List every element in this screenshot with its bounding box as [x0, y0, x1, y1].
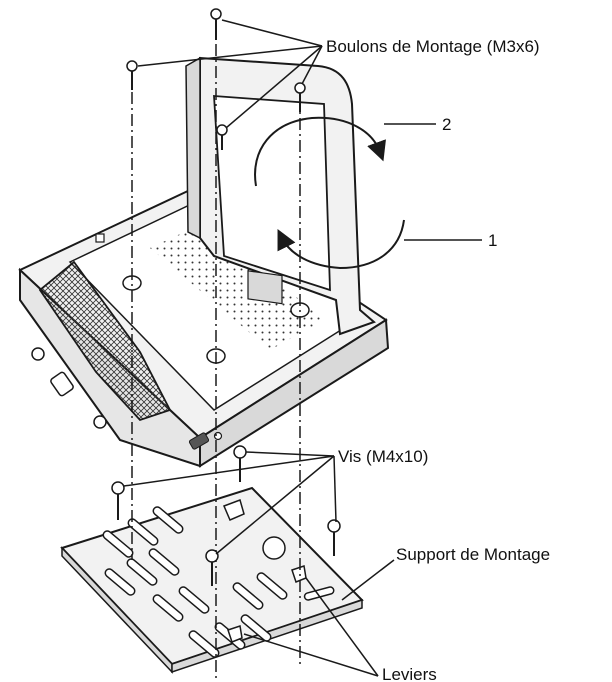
front-port [50, 371, 74, 397]
display-screen [185, 56, 376, 336]
screw-icon [233, 445, 247, 482]
screw-icon [294, 82, 306, 112]
screen-hinge [247, 270, 283, 305]
mounting-bracket-label: Support de Montage [396, 545, 550, 564]
latch-slot [95, 233, 105, 243]
bracket-hole [262, 536, 286, 560]
av-jack [188, 432, 210, 450]
levers-label: Leviers [382, 665, 437, 682]
bracket-slots [102, 506, 335, 658]
lever-rear [223, 499, 245, 521]
screw-icon [216, 124, 228, 150]
vent-grid [150, 222, 324, 350]
rotation-arrow-icon-1 [277, 219, 405, 270]
screw-icon [111, 481, 125, 520]
step-1-label: 1 [488, 231, 497, 250]
front-knob-right [93, 415, 107, 429]
screw-icon [210, 8, 222, 40]
screw-icon [126, 60, 138, 90]
step-2-label: 2 [442, 115, 451, 134]
screws-top [126, 8, 306, 150]
rotation-arrow-icon-2 [254, 116, 386, 187]
screws-bottom [111, 445, 341, 586]
screw-icon [205, 549, 219, 586]
lever-front [227, 625, 243, 643]
leader-lines [123, 19, 482, 677]
screws-label: Vis (M4x10) [338, 447, 428, 466]
mounting-bolts-label: Boulons de Montage (M3x6) [326, 37, 540, 56]
front-knob-left [31, 347, 45, 361]
alignment-lines [131, 22, 301, 680]
rotation-arrows [254, 116, 405, 270]
screw-icon [327, 519, 341, 556]
speaker-grille [38, 260, 172, 422]
monitor-base [18, 175, 390, 468]
